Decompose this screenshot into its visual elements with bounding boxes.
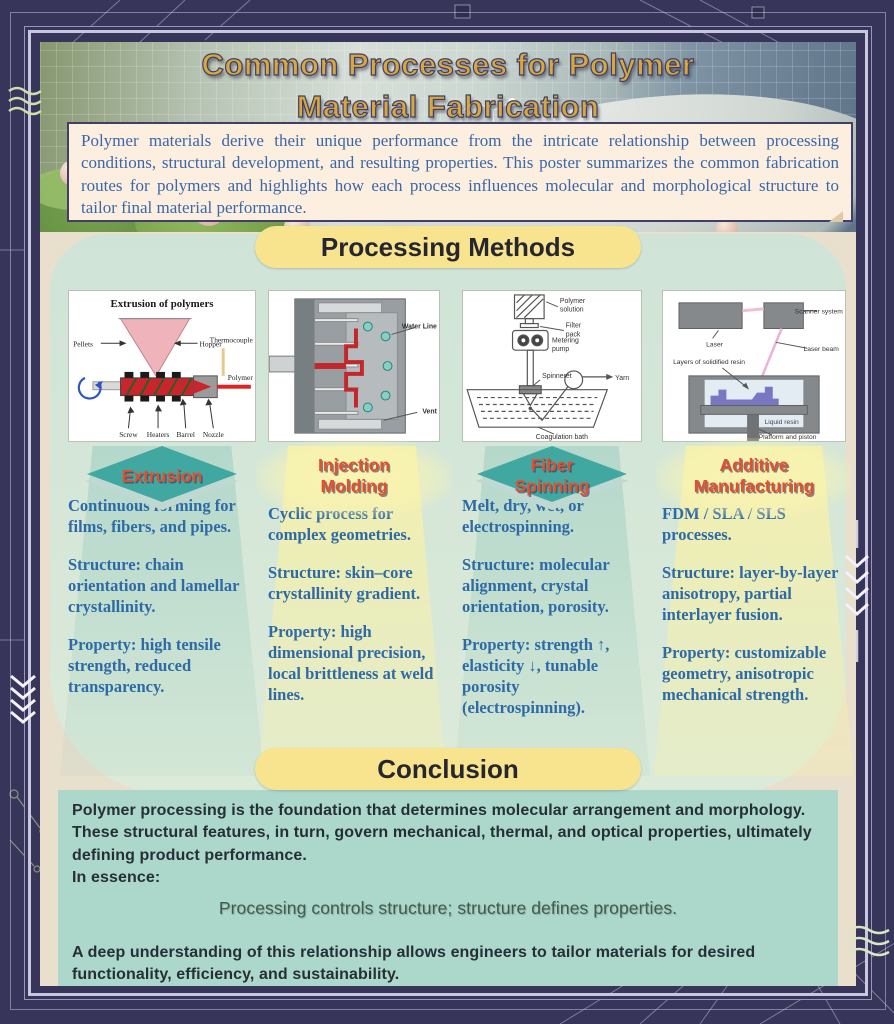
conclusion-line: These structural features, in turn, gove… <box>72 824 812 864</box>
conclusion-label: Conclusion <box>377 753 519 784</box>
column-header-fiber-spinning: Fiber Spinning <box>454 444 650 508</box>
column-header-line: Fiber <box>530 455 574 476</box>
diagram-label: Filter <box>566 323 582 330</box>
column-paragraph: Structure: chain orientation and lamella… <box>68 554 240 616</box>
diagram-label: Spinneret <box>542 373 572 380</box>
column-extrusion: Extrusion of polymers <box>68 290 256 810</box>
column-header-line: Extrusion <box>121 465 203 486</box>
column-paragraph: Property: customizable geometry, anisotr… <box>662 642 827 704</box>
poster: Common Processes for Polymer Material Fa… <box>40 42 856 986</box>
melt-runner <box>314 328 364 408</box>
diagram-label: Coagulation bath <box>536 434 588 441</box>
outer-frame <box>10 12 886 1010</box>
column-header-extrusion: Extrusion <box>60 444 264 508</box>
column-injection-molding: Water Line Vent Injection Molding Cyclic… <box>256 290 452 810</box>
diagram-label: Liquid resin <box>764 419 799 426</box>
diagram-label: Laser beam <box>803 346 839 353</box>
diagram-label: solution <box>560 307 584 314</box>
column-header-injection-molding: Injection Molding <box>260 444 448 508</box>
diagram-label: pump <box>552 346 569 353</box>
additive-manufacturing-diagram: Laser Scanner system Laser beam Layers o… <box>662 290 846 442</box>
heater-blocks <box>124 371 181 402</box>
diagram-label: Platform and piston <box>759 434 817 441</box>
sla-machine <box>678 302 820 441</box>
diagram-label: Screw <box>119 430 138 439</box>
waves-left-icon <box>8 86 42 116</box>
diagram-label: pack <box>566 331 581 338</box>
diagram-label: Polymer <box>228 373 254 382</box>
intro-fold-corner <box>829 211 843 222</box>
extrusion-diagram: Extrusion of polymers <box>68 290 256 442</box>
conclusion-line: A deep understanding of this relationshi… <box>72 944 756 984</box>
poster-title-line2: Material Fabrication <box>296 88 600 124</box>
conclusion-box: Polymer processing is the foundation tha… <box>58 790 838 986</box>
processing-methods-label: Processing Methods <box>320 231 576 262</box>
diagram-label: Scanner system <box>795 309 843 316</box>
diagram-label: Water Line <box>402 324 437 331</box>
diagram-label: Thermocouple <box>210 335 254 344</box>
intro-box: Polymer materials derive their unique pe… <box>67 122 853 222</box>
column-paragraph: Structure: layer-by-layer anisotropy, pa… <box>662 562 839 624</box>
column-paragraph: Property: high dimensional precision, lo… <box>268 621 434 704</box>
extrusion-diagram-title: Extrusion of polymers <box>110 298 213 310</box>
poster-title-line1: Common Processes for Polymer <box>201 46 695 82</box>
header-banner-image: Common Processes for Polymer Material Fa… <box>40 42 856 232</box>
diagram-label: Pellets <box>73 339 93 348</box>
column-header-line: Manufacturing <box>693 476 815 496</box>
water-line-channels <box>362 321 393 413</box>
intro-text: Polymer materials derive their unique pe… <box>81 131 839 218</box>
diagram-label: Yarn <box>615 375 629 382</box>
column-header-line: Molding <box>320 476 388 496</box>
column-paragraph: Property: strength ↑, elasticity ↓, tuna… <box>462 634 610 717</box>
diagram-label: Layers of solidified resin <box>673 359 745 366</box>
column-text-additive-manufacturing: FDM / SLA / SLS processes. Structure: la… <box>662 504 846 723</box>
yarn-arrow <box>606 373 614 380</box>
hopper-shape <box>118 318 192 377</box>
inner-frame <box>28 30 868 996</box>
conclusion-highlight: Processing controls structure; structure… <box>218 897 678 918</box>
header-glow <box>656 438 852 518</box>
diagram-label: Heaters <box>147 430 170 439</box>
processing-methods-banner: Processing Methods <box>255 226 641 268</box>
waves-right-icon <box>848 925 890 957</box>
column-fiber-spinning: Polymer solution Filter pack Metering pu… <box>462 290 642 810</box>
column-additive-manufacturing: Laser Scanner system Laser beam Layers o… <box>656 290 852 810</box>
diagram-label: Hopper <box>200 339 223 348</box>
spinning-apparatus <box>466 294 610 428</box>
diagram-label: Laser <box>706 341 724 348</box>
conclusion-banner: Conclusion <box>255 748 641 790</box>
column-paragraph: Structure: molecular alignment, crystal … <box>462 554 610 616</box>
column-header-line: Spinning <box>514 476 590 496</box>
diagram-label: Polymer <box>560 298 586 305</box>
nozzle-shape <box>193 348 251 399</box>
column-paragraph: Property: high tensile strength, reduced… <box>68 634 221 696</box>
diagram-label: Barrel <box>176 430 194 439</box>
column-text-fiber-spinning: Melt, dry, wet, or electrospinning. Stru… <box>462 496 642 736</box>
chevrons-left-icon <box>10 674 36 724</box>
header-glow <box>256 438 452 518</box>
fiber-spinning-diagram: Polymer solution Filter pack Metering pu… <box>462 290 642 442</box>
column-header-line: Injection <box>318 455 390 476</box>
chevrons-right-icon <box>844 554 870 617</box>
column-header-line: Additive <box>719 455 789 476</box>
column-header-additive-manufacturing: Additive Manufacturing <box>654 444 854 508</box>
diagram-label: Metering <box>552 337 579 344</box>
column-paragraph: Structure: skin–core crystallinity gradi… <box>268 562 421 603</box>
column-text-injection-molding: Cyclic process for complex geometries. S… <box>268 504 440 723</box>
diagram-label: Vent <box>422 408 437 415</box>
diagram-label: Nozzle <box>203 430 225 439</box>
conclusion-line: Polymer processing is the foundation tha… <box>72 802 806 819</box>
injection-molding-diagram: Water Line Vent <box>268 290 440 442</box>
barrel-screw <box>120 377 195 397</box>
column-text-extrusion: Continuous forming for films, fibers, an… <box>68 496 256 715</box>
conclusion-line: In essence: <box>72 869 161 887</box>
rotation-arrow-icon <box>77 376 103 400</box>
